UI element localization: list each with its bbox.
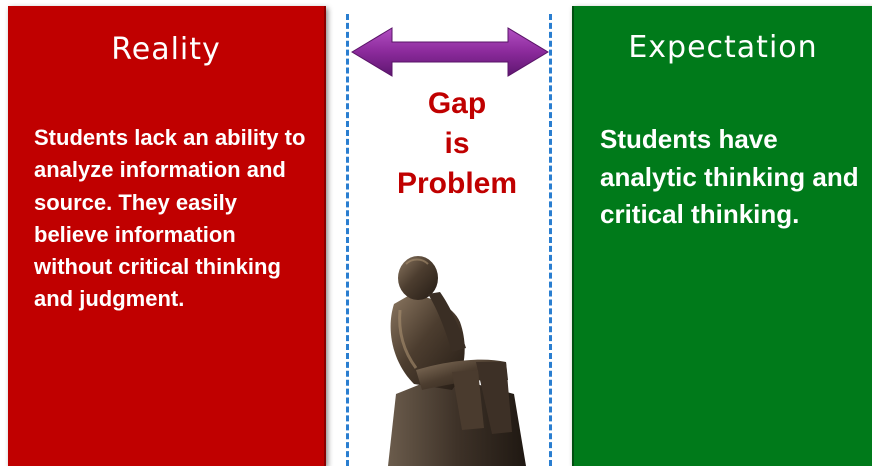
gap-line-2: is: [444, 127, 470, 160]
expectation-panel: Expectation Students have analytic think…: [572, 6, 872, 466]
gap-label: Gap is Problem: [368, 84, 546, 204]
double-headed-arrow-icon: [351, 27, 549, 77]
left-dashed-line: [346, 14, 349, 466]
gap-line-3: Problem: [396, 167, 518, 200]
reality-description: Students lack an ability to analyze info…: [34, 125, 306, 312]
expectation-title: Expectation: [628, 30, 818, 65]
gap-line-1: Gap: [427, 87, 487, 120]
thinker-statue-icon: [388, 256, 526, 466]
reality-panel: Reality Students lack an ability to anal…: [8, 6, 326, 466]
reality-title: Reality: [111, 32, 221, 67]
expectation-description: Students have analytic thinking and crit…: [600, 124, 859, 229]
right-dashed-line: [549, 14, 552, 466]
